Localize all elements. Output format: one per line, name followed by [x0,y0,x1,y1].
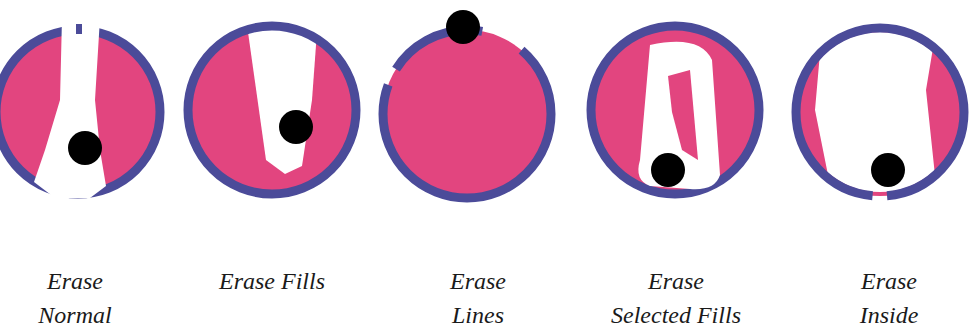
shape-fill [383,30,551,198]
erase-inside-figure [796,28,964,210]
shape-outline [796,28,964,196]
mode-label: Erase Lines [423,264,533,332]
erase-lines-figure [383,10,551,198]
erase-fills-figure [188,18,356,194]
mode-label: Erase Inside [834,264,944,332]
erased-area [638,42,720,189]
shape-outline [383,30,551,198]
erase-selected-fills-figure [591,26,759,194]
mode-label: Erase Fills [217,264,327,298]
mode-label: Erase Selected Fills [608,264,744,332]
eraser-cursor [446,10,480,44]
eraser-cursor [279,110,313,144]
eraser-cursor [68,131,102,165]
eraser-cursor [651,153,685,187]
remaining-fill [668,70,698,160]
shape-circle [591,26,759,194]
erased-area [34,18,106,198]
eraser-cursor [871,153,905,187]
erase-normal-figure [0,18,160,198]
erased-area [246,18,318,174]
mode-label: Erase Normal [20,264,130,332]
shape-outline [188,26,356,194]
ring-fragment [76,24,82,34]
